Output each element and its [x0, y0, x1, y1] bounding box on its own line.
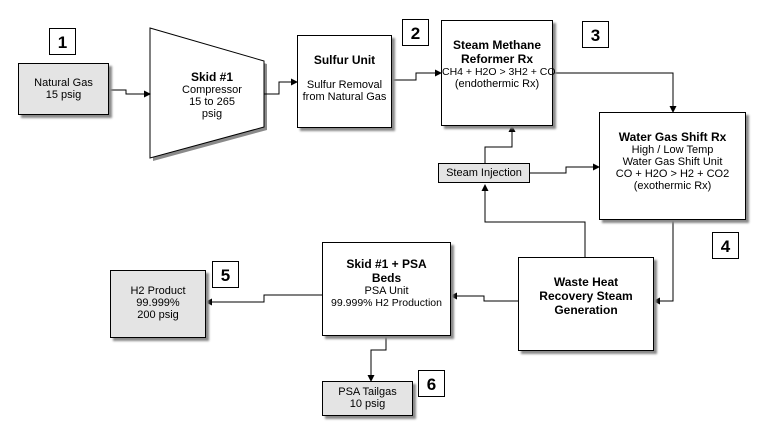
whr-title-line2: Recovery Steam [539, 289, 633, 303]
h2-product-pressure: 200 psig [137, 309, 179, 321]
psa-tailgas-label: PSA Tailgas [338, 386, 397, 398]
steam-methane-reformer-box: Steam Methane Reformer Rx CH4 + H2O > 3H… [441, 20, 556, 126]
psa-title-line1: Skid #1 + PSA [346, 257, 427, 271]
water-gas-shift-box: Water Gas Shift Rx High / Low Temp Water… [599, 112, 746, 220]
smr-title-line1: Steam Methane [452, 38, 542, 52]
edge-smr-to-wgs [553, 72, 677, 113]
edge-sulfur-to-smr [392, 69, 442, 81]
step-number-4: 4 [712, 232, 739, 259]
sulfur-unit-title: Sulfur Unit [313, 53, 376, 67]
psa-line1: PSA Unit [364, 285, 409, 297]
h2-product-label: H2 Product [130, 285, 186, 297]
skid1-line3: psig [201, 108, 223, 120]
steam-injection-box: Steam Injection [438, 163, 530, 183]
step-number-5: 5 [212, 261, 239, 288]
h2-product-purity: 99.999% [136, 297, 180, 309]
sulfur-unit-box: Sulfur Unit Sulfur Removal from Natural … [297, 35, 392, 128]
smr-equation: CH4 + H2O > 3H2 + CO [442, 66, 556, 78]
wgs-note: (exothermic Rx) [633, 180, 712, 192]
steam-injection-label: Steam Injection [446, 167, 522, 179]
whr-title-line1: Waste Heat [553, 275, 619, 289]
edge-psa-to-h2-product [205, 294, 322, 306]
wgs-line2: Water Gas Shift Unit [622, 156, 723, 168]
h2-product-box: H2 Product 99.999% 200 psig [110, 270, 206, 338]
skid1-line2: 15 to 265 [189, 96, 235, 108]
whr-title-line3: Generation [554, 303, 618, 317]
edge-steam-to-smr [484, 125, 516, 163]
natural-gas-input-box: Natural Gas 15 psig [18, 63, 109, 115]
wgs-line1: High / Low Temp [631, 144, 714, 156]
step-number-3: 3 [582, 21, 609, 48]
edge-natural-gas-to-skid1 [109, 89, 151, 98]
edge-steam-to-wgs [530, 163, 600, 174]
psa-title-line2: Beds [371, 271, 402, 285]
natural-gas-label: Natural Gas [34, 77, 93, 89]
psa-tailgas-pressure: 10 psig [349, 398, 386, 410]
smr-note: (endothermic Rx) [454, 78, 540, 90]
skid1-line1: Compressor [182, 84, 242, 96]
step-number-6: 6 [418, 370, 445, 397]
skid1-compressor-label: Skid #1 Compressor 15 to 265 psig [160, 70, 264, 120]
wgs-equation: CO + H2O > H2 + CO2 [615, 168, 730, 180]
wgs-title: Water Gas Shift Rx [618, 130, 727, 144]
waste-heat-recovery-box: Waste Heat Recovery Steam Generation [518, 257, 654, 351]
psa-line2: 99.999% H2 Production [331, 297, 442, 309]
edge-whr-to-psa [450, 292, 518, 302]
natural-gas-pressure: 15 psig [45, 89, 82, 101]
edge-skid1-to-sulfur [264, 78, 298, 95]
step-number-2: 2 [402, 19, 429, 46]
skid1-title: Skid #1 [190, 70, 234, 84]
psa-unit-box: Skid #1 + PSA Beds PSA Unit 99.999% H2 P… [322, 242, 451, 336]
sulfur-unit-line1: Sulfur Removal [306, 79, 383, 91]
edge-psa-to-tailgas [367, 336, 387, 382]
skid1-shape [149, 27, 265, 159]
sulfur-unit-line2: from Natural Gas [302, 91, 387, 103]
edge-whr-to-steam [481, 184, 586, 257]
psa-tailgas-box: PSA Tailgas 10 psig [322, 381, 413, 416]
edge-wgs-to-whr [653, 220, 674, 305]
step-number-1: 1 [49, 28, 76, 55]
smr-title-line2: Reformer Rx [460, 52, 534, 66]
